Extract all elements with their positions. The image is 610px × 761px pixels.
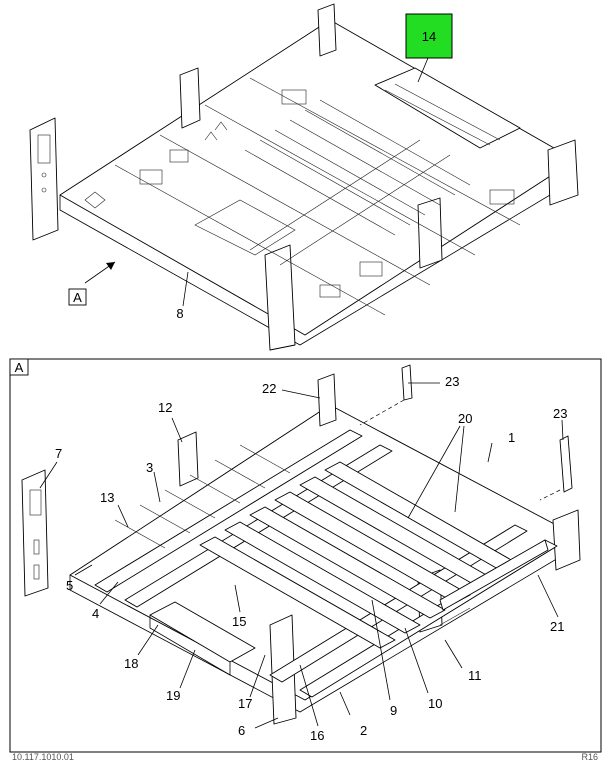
callout-3: 3	[146, 460, 153, 475]
bracket-23-right	[559, 435, 573, 493]
callout-22: 22	[262, 381, 276, 396]
callout-19: 19	[166, 688, 180, 703]
detail-right-side-panel	[552, 509, 581, 571]
callout-4: 4	[92, 606, 99, 621]
callout-18: 18	[124, 656, 138, 671]
floor-cutout	[194, 199, 296, 256]
floor-slats	[199, 461, 521, 649]
callout-14: 14	[422, 29, 436, 44]
footer-right-code: R16	[581, 752, 598, 761]
detail-frame	[9, 358, 602, 753]
footer-left-code: 10.117.1010.01	[12, 752, 74, 761]
detail-frame-tag	[9, 358, 29, 376]
front-upright-right	[417, 197, 443, 269]
callout-8: 8	[176, 306, 183, 321]
bracket-23-top	[401, 364, 413, 401]
view-marker-box	[68, 288, 87, 306]
callout-1: 1	[508, 430, 515, 445]
callout-6: 6	[238, 723, 245, 738]
leader-lines	[39, 382, 564, 729]
callout-7: 7	[55, 446, 62, 461]
callout-21: 21	[550, 619, 564, 634]
underside-support	[149, 601, 256, 663]
top-view	[29, 3, 579, 351]
rear-upright-left	[179, 67, 201, 129]
callout-16: 16	[310, 728, 324, 743]
callout-10: 10	[428, 696, 442, 711]
detail-rear-upright-left	[177, 431, 199, 487]
highlight-box-14	[405, 13, 453, 59]
right-side-panel	[547, 139, 579, 206]
raised-floor-section	[374, 67, 521, 149]
callout-15: 15	[232, 614, 246, 629]
rear-upright-right	[317, 3, 337, 57]
callout-9: 9	[390, 703, 397, 718]
front-upright-left	[264, 244, 296, 351]
detail-rear-upright-right	[317, 373, 337, 427]
detail-left-side-panel	[21, 469, 49, 597]
detail-frame-label: A	[15, 360, 24, 375]
right-rail	[439, 539, 549, 611]
callout-13: 13	[100, 490, 114, 505]
detail-view	[21, 364, 581, 729]
floor-ribs	[114, 77, 521, 316]
detail-callouts: 1 2 3 4 5 6 7 9 10 11 12 13 15 16 17 18 …	[55, 374, 567, 743]
left-ribs	[114, 444, 291, 549]
callout-12: 12	[158, 400, 172, 415]
callout-2: 2	[360, 723, 367, 738]
left-side-panel	[29, 117, 59, 241]
callout-23-top: 23	[445, 374, 459, 389]
view-marker-label: A	[73, 290, 82, 305]
callout-23-right: 23	[553, 406, 567, 421]
callout-17: 17	[238, 696, 252, 711]
callout-5: 5	[66, 578, 73, 593]
view-arrow-head	[106, 262, 115, 270]
callout-11: 11	[468, 668, 482, 683]
callout-20: 20	[458, 411, 472, 426]
